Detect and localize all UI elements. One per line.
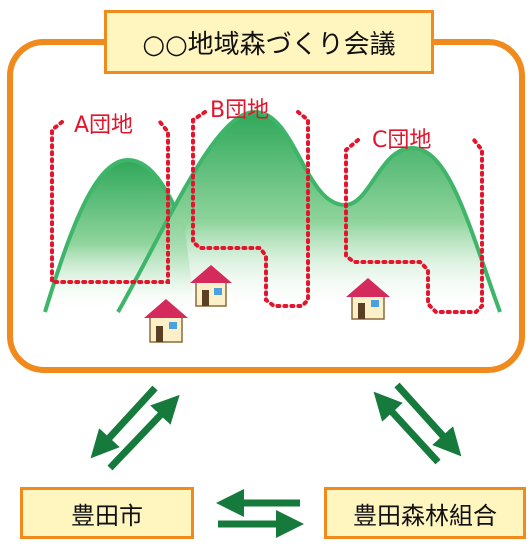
exchange-arrow-icon <box>216 489 304 538</box>
area-a-boundary <box>50 120 170 284</box>
area-c-label: C団地 <box>372 128 432 153</box>
area-c-boundary <box>344 138 484 314</box>
area-b-label: B団地 <box>210 98 270 123</box>
exchange-arrow-icon <box>90 385 180 471</box>
meeting-title: ○○地域森づくり会議 <box>104 10 434 74</box>
forestry-association-box: 豊田森林組合 <box>324 487 526 539</box>
house-icon <box>190 265 232 307</box>
area-b-boundary <box>191 110 310 308</box>
house-icon <box>346 278 390 320</box>
city-box: 豊田市 <box>20 487 194 539</box>
area-a-label: A団地 <box>74 113 134 138</box>
exchange-arrow-icon <box>373 382 462 465</box>
house-icon <box>144 299 188 343</box>
